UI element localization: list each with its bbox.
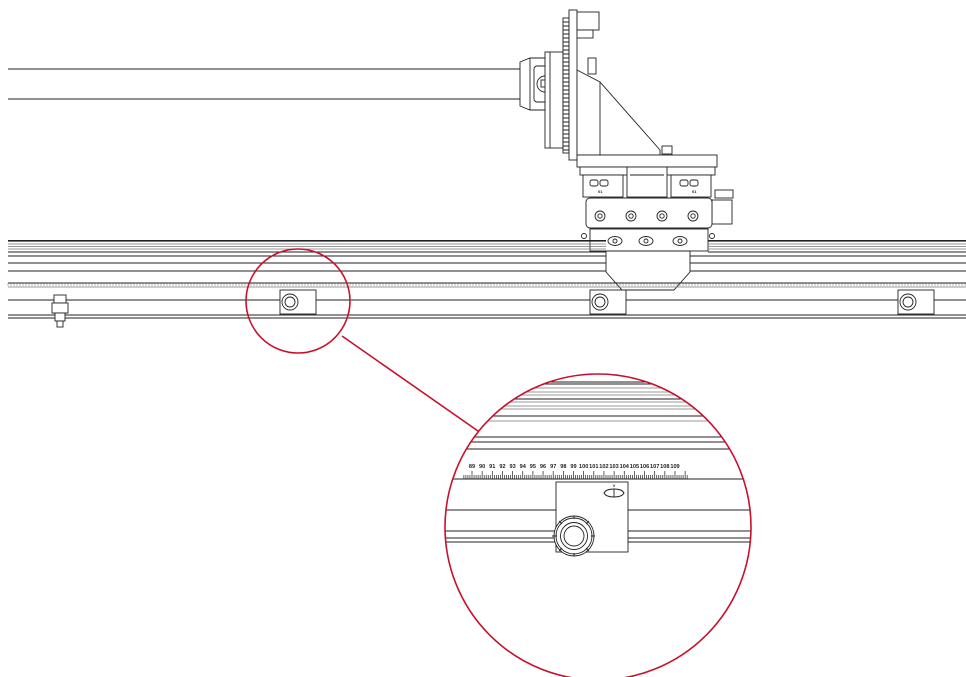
rail-clamp	[279, 289, 317, 315]
scale-number: 92	[499, 464, 505, 470]
scale-number: 107	[650, 464, 659, 470]
rail-clamp	[897, 289, 935, 315]
rotary-head	[519, 9, 673, 161]
scale-number: 103	[609, 464, 618, 470]
scale-number: 98	[560, 464, 566, 470]
scale-number: 91	[489, 464, 495, 470]
bearing-block-right: 01	[670, 174, 712, 198]
scale-number: 95	[530, 464, 536, 470]
callout-leader	[341, 335, 479, 432]
scale-number: 93	[509, 464, 515, 470]
bearing-label: 01	[598, 189, 603, 194]
pointer-mark: V	[613, 483, 616, 488]
callout-circle	[245, 248, 351, 354]
scale-number: 99	[570, 464, 576, 470]
scale-number: 106	[640, 464, 649, 470]
scale-number: 102	[599, 464, 608, 470]
scale-number: 105	[630, 464, 639, 470]
clamp-knob	[552, 515, 595, 557]
end-stop	[51, 294, 69, 328]
bolt-row-upper	[594, 210, 699, 222]
rail-clamp	[589, 289, 627, 315]
scale-number: 109	[670, 464, 679, 470]
bearing-block-left: 01	[582, 174, 624, 198]
carriage: 01 01	[576, 154, 734, 291]
scale-number: 104	[620, 464, 630, 470]
scale-number: 89	[469, 464, 475, 470]
scale-number: 90	[479, 464, 485, 470]
magnified-view-border	[444, 373, 752, 677]
scale-number: 108	[660, 464, 669, 470]
scale-number: 97	[550, 464, 556, 470]
rail-scale-ticks	[7, 283, 966, 286]
scale-number: 94	[520, 464, 527, 470]
main-rail	[8, 240, 966, 319]
scale-number: 101	[589, 464, 598, 470]
scale-number: 96	[540, 464, 546, 470]
horizontal-rod	[8, 68, 520, 100]
bearing-label: 01	[692, 189, 697, 194]
scale-number: 100	[579, 464, 588, 470]
bolt-row-lower	[607, 236, 688, 246]
